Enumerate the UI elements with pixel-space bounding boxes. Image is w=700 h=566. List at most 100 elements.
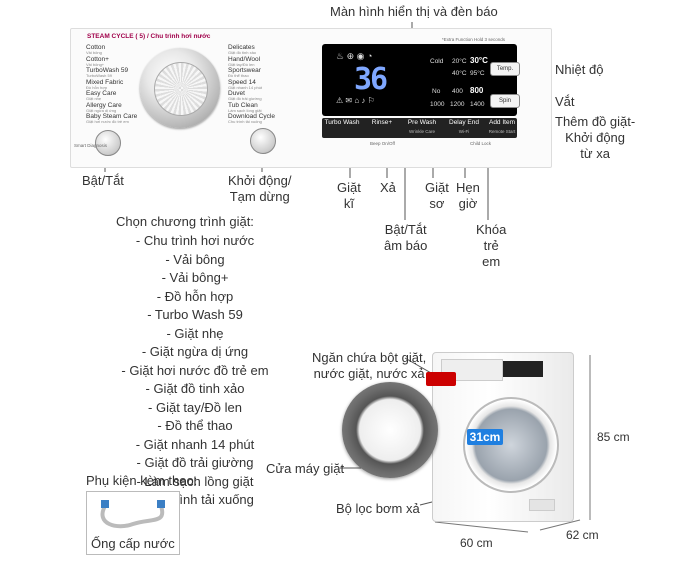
drum: [463, 397, 559, 493]
temp-button[interactable]: Temp.: [490, 62, 520, 76]
program-name: Hand/Wool: [228, 55, 261, 63]
program-list-item: - Làm sạch lồng giặt: [136, 473, 254, 489]
program-sub: Vải bông+: [86, 61, 105, 67]
lg-sticker: [426, 372, 456, 386]
program-list-item: - Giặt đồ trải giường: [136, 455, 254, 470]
steam-cycle-label: STEAM CYCLE ( 5) / Chu trình hơi nước: [87, 33, 211, 40]
program-list-item: - Giặt ngừa dị ứng: [141, 344, 249, 359]
temp-40: 40°C: [452, 70, 467, 77]
program-name: Allergy Care: [86, 101, 122, 109]
power-label: Bật/Tắt: [82, 173, 124, 188]
accessories-label: Phụ kiện kèm theo:: [86, 473, 198, 488]
program-list-item: - Vải bông+: [161, 270, 229, 285]
start-pause-label: Khởi động/ Tạm dừng: [228, 173, 292, 204]
beep-label: Bật/Tắt âm báo: [384, 222, 428, 253]
spin-800: 800: [470, 86, 484, 95]
hose-label: Ống cấp nước: [91, 536, 175, 551]
program-sub: Giặt ngừa dị ứng: [86, 107, 117, 113]
display-label: Màn hình hiển thị và đèn báo: [330, 4, 498, 19]
program-title: Chọn chương trình giặt:: [116, 214, 254, 229]
spin-no: No: [432, 88, 441, 95]
program-name: Cotton: [86, 44, 106, 51]
height-label: 85 cm: [597, 430, 630, 444]
door-label: Cửa máy giặt: [266, 461, 345, 476]
turbo-wash-label: Giặt kĩ: [337, 180, 361, 211]
option-button-turbo-wash[interactable]: Turbo Wash: [324, 118, 360, 136]
pump-filter-label: Bộ lọc bơm xả: [336, 501, 420, 516]
program-name: Delicates: [228, 44, 255, 51]
button-label: Add Item: [488, 119, 515, 126]
program-left-1: Cotton+Vải bông+: [86, 56, 109, 67]
program-list-item: - Giặt hơi nước đồ trẻ em: [121, 362, 269, 378]
program-name: TurboWash 59: [86, 67, 129, 74]
rinse-label: Xả: [380, 180, 396, 195]
depth-dim-line: [539, 519, 581, 531]
program-list-item: - Chu trình hơi nước: [135, 233, 255, 248]
cold-label: Cold: [430, 58, 444, 65]
program-list-item: - Giặt đồ tinh xảo: [145, 381, 245, 396]
program-name: Mixed Fabric: [86, 78, 124, 86]
spin-label: Vắt: [555, 94, 575, 109]
width-label: 60 cm: [460, 536, 493, 550]
temp-20: 20°C: [452, 58, 467, 65]
start-pause-button[interactable]: [250, 128, 276, 154]
program-list: - Chu trình hơi nước - Vải bông - Vải bông…: [110, 232, 280, 510]
program-name: Duvet: [228, 90, 245, 97]
button-sublabel: Wi-Fi: [458, 129, 470, 134]
drum-size-badge: 31cm: [467, 429, 503, 445]
temp-30: 30°C: [470, 56, 488, 65]
button-label: Delay End: [449, 119, 479, 126]
beep-onoff-label: Beep On/Off: [370, 141, 395, 146]
depth-label: 62 cm: [566, 528, 599, 542]
spin-button[interactable]: Spin: [490, 94, 520, 108]
display-time: 36: [354, 62, 388, 97]
option-button-rinse-[interactable]: Rinse+: [364, 118, 400, 136]
power-button[interactable]: [95, 130, 121, 156]
pre-wash-label: Giặt sơ: [425, 180, 449, 211]
program-sub: TurboWash 59: [86, 73, 112, 78]
status-icons: ⚠ ✉ ⌂ ♪ ⚐: [336, 96, 375, 105]
child-lock-annot: Khóa trẻ em: [476, 222, 507, 269]
program-sub: Giặt tay/Đồ len: [228, 61, 255, 67]
spin-1200: 1200: [450, 101, 465, 108]
steam-icon: ♨ ⊕ ◉ ◔: [336, 51, 373, 61]
program-name: Speed 14: [228, 78, 256, 86]
hose-box: Ống cấp nước: [86, 491, 180, 555]
program-list-item: - Đồ hỗn hợp: [156, 288, 234, 304]
program-sub: Chu trình tải xuống: [228, 119, 262, 124]
program-name: Tub Clean: [228, 101, 258, 109]
program-sub: Giặt đồ tinh xảo: [228, 50, 257, 55]
spin-400: 400: [452, 88, 463, 95]
washer-door[interactable]: [342, 382, 438, 478]
program-sub: Giặt nhanh 14 phút: [228, 84, 263, 90]
program-sub: Làm sạch lồng giặt: [228, 107, 262, 113]
display-note: *Extra Function Hold 3 seconds: [442, 37, 506, 42]
hose-icon: [100, 500, 165, 529]
child-lock-label: Child Lock: [470, 141, 492, 146]
washer-body: [432, 352, 574, 522]
program-dial[interactable]: [140, 48, 220, 128]
display-screen: ♨ ⊕ ◉ ◔ 36 ⚠ ✉ ⌂ ♪ ⚐ Cold 20°C 30°C 40°C…: [322, 44, 517, 116]
button-label: Pre Wash: [407, 119, 437, 126]
program-sub: Đồ hỗn hợp: [86, 84, 108, 90]
temp-95: 95°C: [470, 70, 485, 77]
spin-1000: 1000: [430, 101, 445, 108]
washer-display: [503, 361, 543, 377]
program-list-item: - Vải bông: [165, 251, 225, 267]
program-list-item: - Giặt nhẹ: [166, 325, 224, 341]
program-sub: Đồ thể thao: [228, 73, 249, 78]
add-item-label: Thêm đồ giặt- Khởi động từ xa: [555, 114, 636, 161]
